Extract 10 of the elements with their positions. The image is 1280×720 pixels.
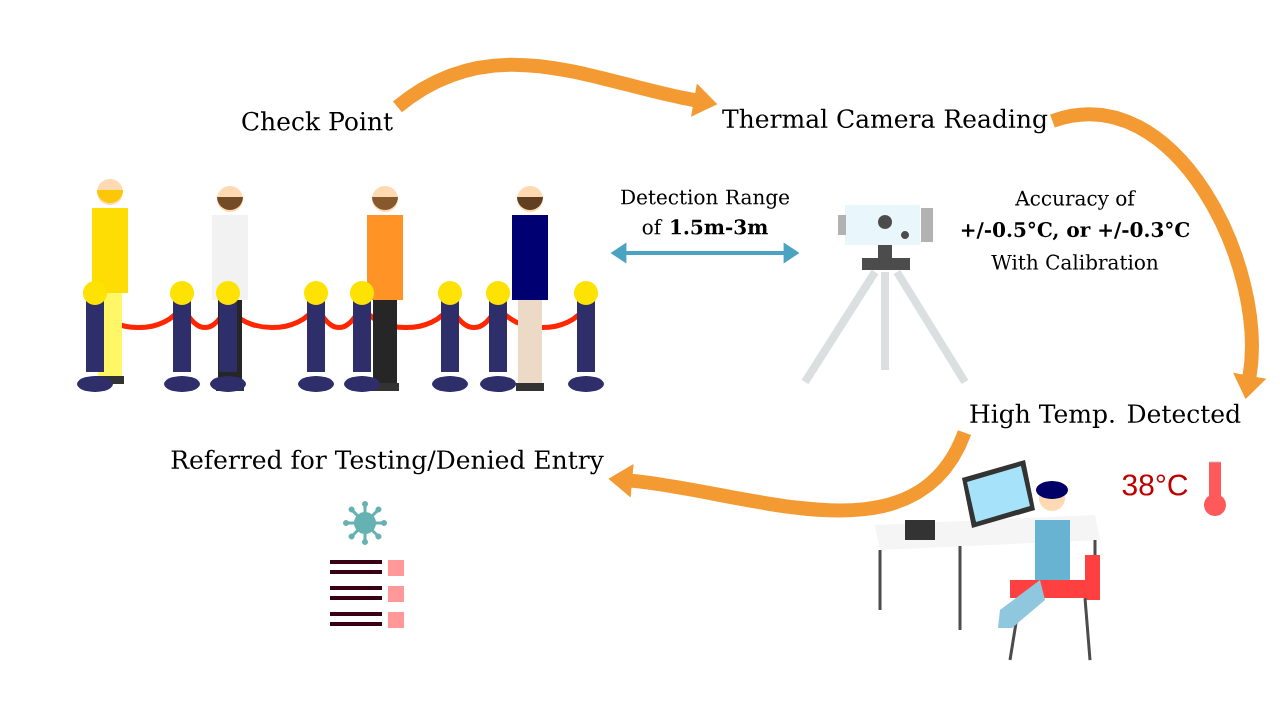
edge-label: Detection Range of 1.5m-3m: [621, 189, 789, 235]
note-text: Accuracy of: [1015, 190, 1136, 210]
step-title: High Temp. Detected: [970, 403, 1241, 429]
step-title: Check Point: [242, 111, 393, 131]
step-title: Referred for Testing/Denied Entry: [171, 449, 604, 475]
queue-drawing: [77, 179, 604, 392]
step-title: Thermal Camera Reading: [722, 108, 1048, 134]
note-text: +/-0.5°C, or +/-0.3°C: [961, 221, 1190, 241]
temperature-reading: 38°C: [1122, 474, 1188, 496]
note-text: With Calibration: [991, 254, 1159, 270]
